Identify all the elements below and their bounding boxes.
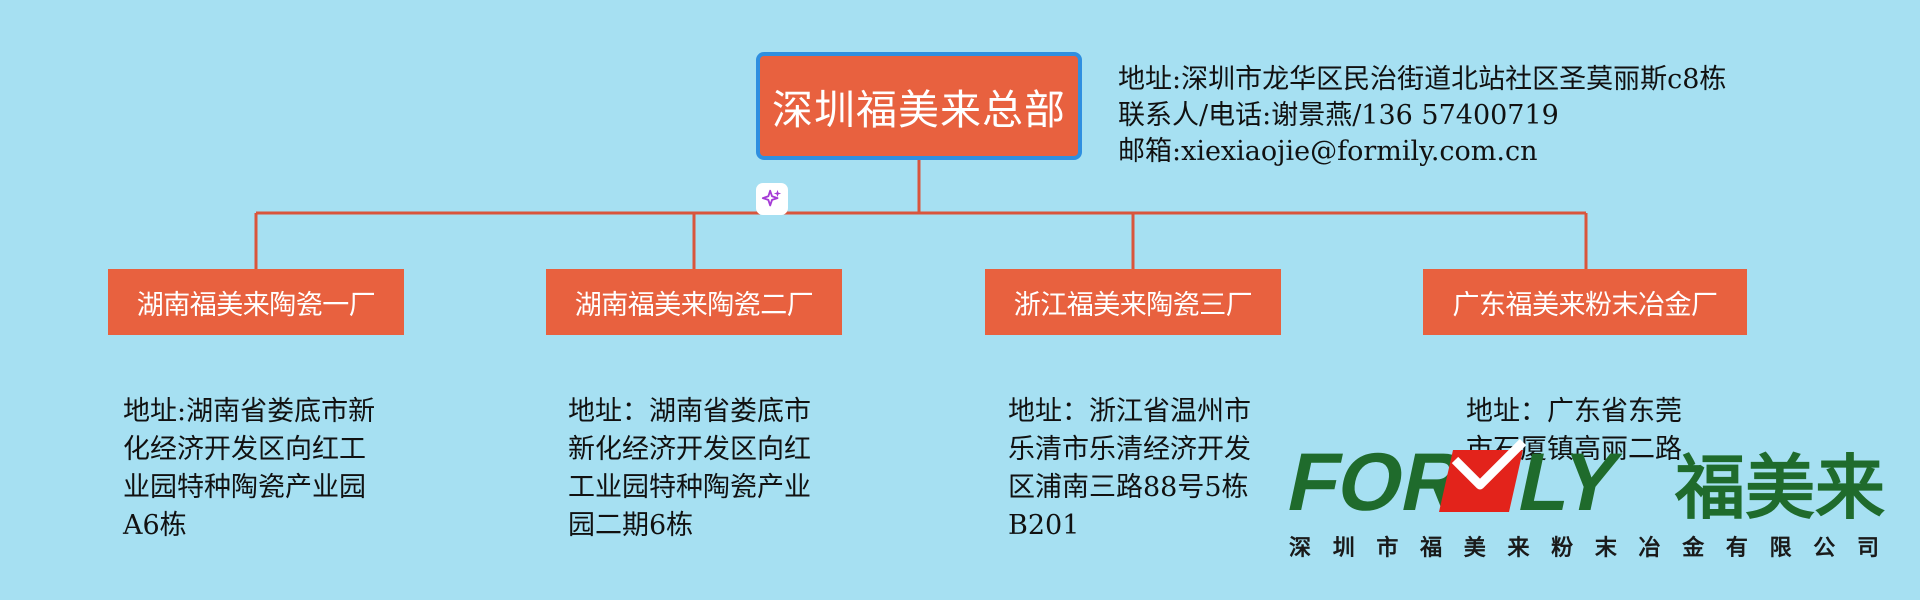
headquarters-address: 地址:深圳市龙华区民治街道北站社区圣莫丽斯c8栋 <box>1118 64 1727 95</box>
sparkle-icon[interactable] <box>756 183 788 215</box>
branch-node-zhejiang-3[interactable]: 浙江福美来陶瓷三厂 <box>985 269 1281 335</box>
formily-logo: FOR ILY 福美来 深圳市福美来粉末冶金有限公司 <box>1280 436 1885 561</box>
logo-text-left: FOR <box>1280 436 1473 528</box>
check-envelope-icon <box>1439 438 1527 512</box>
headquarters-info: 地址:深圳市龙华区民治街道北站社区圣莫丽斯c8栋 联系人/电话:谢景燕/136 … <box>1118 62 1726 170</box>
branch-address-zhejiang-3: 地址：浙江省温州市乐清市乐清经济开发区浦南三路88号5栋B201 <box>1008 396 1251 541</box>
branch-node-hunan-1[interactable]: 湖南福美来陶瓷一厂 <box>108 269 404 335</box>
headquarters-contact: 联系人/电话:谢景燕/136 57400719 <box>1118 100 1559 131</box>
branch-node-hunan-2[interactable]: 湖南福美来陶瓷二厂 <box>546 269 842 335</box>
headquarters-node[interactable]: 深圳福美来总部 <box>756 52 1082 160</box>
branch-address-hunan-1: 地址:湖南省娄底市新化经济开发区向红工业园特种陶瓷产业园A6栋 <box>123 396 376 541</box>
logo-chinese: 福美来 <box>1674 447 1885 529</box>
headquarters-email: 邮箱:xiexiaojie@formily.com.cn <box>1118 136 1538 167</box>
branch-address-hunan-2: 地址：湖南省娄底市新化经济开发区向红工业园特种陶瓷产业园二期6栋 <box>568 396 811 541</box>
branch-node-guangdong[interactable]: 广东福美来粉末冶金厂 <box>1423 269 1747 335</box>
